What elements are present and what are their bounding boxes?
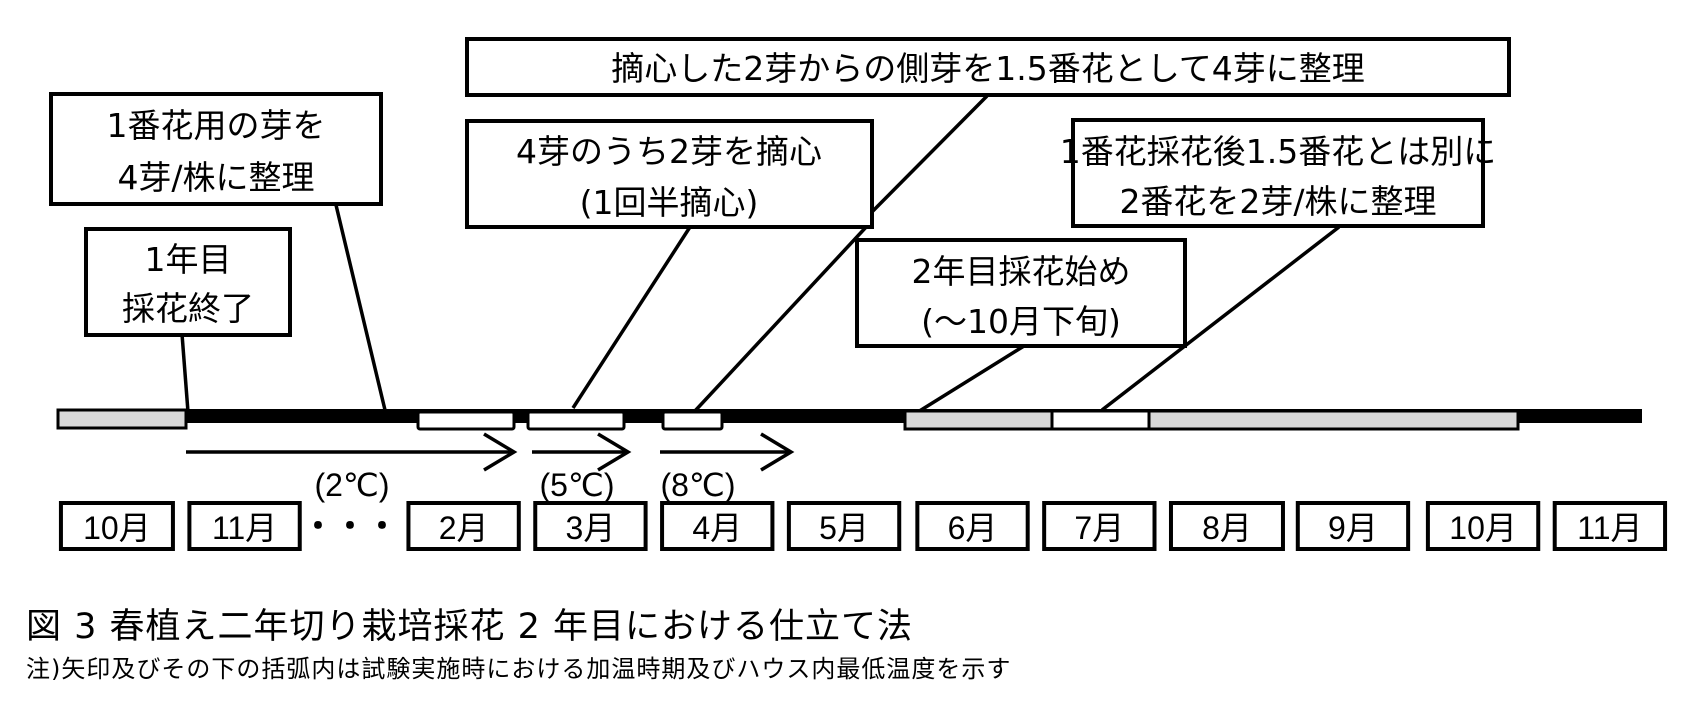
callout-line: 1年目	[145, 240, 232, 279]
month-box: 3月	[533, 501, 648, 551]
callout-line: 1番花採花後1.5番花とは別に	[1060, 132, 1496, 171]
month-box: 2月	[406, 501, 521, 551]
month-label: 6月	[948, 510, 998, 546]
leader-second-flower	[1100, 225, 1341, 412]
heating-arrow-3	[660, 432, 795, 472]
temperature-labels: (2℃) (5℃) (8℃)	[314, 467, 735, 503]
callout-side-buds: 摘心した2芽からの側芽を1.5番花として4芽に整理	[465, 37, 1511, 97]
leader-bud-arrange	[334, 204, 387, 411]
callout-line: (1回半摘心)	[580, 183, 759, 222]
month-box: 5月	[786, 501, 902, 551]
leader-side-buds-lower	[692, 223, 870, 414]
month-box: 10月	[58, 501, 175, 551]
callout-first-year-end: 1年目 採花終了	[84, 227, 292, 337]
callout-second-year-start: 2年目採花始め (〜10月下旬)	[855, 238, 1187, 348]
callout-line: 1番花用の芽を	[107, 106, 326, 145]
leader-second-year-start	[904, 344, 1025, 422]
callout-line: 摘心した2芽からの側芽を1.5番花として4芽に整理	[611, 49, 1364, 88]
month-label: 2月	[439, 510, 489, 546]
month-label: 10月	[83, 510, 151, 546]
work-period-bud-arrange	[416, 410, 516, 431]
callout-line: 4芽/株に整理	[117, 158, 314, 197]
month-box: 11月	[187, 501, 302, 551]
month-label: 11月	[212, 510, 277, 546]
month-box: 6月	[915, 501, 1030, 551]
month-box: 7月	[1042, 501, 1157, 551]
month-label: 10月	[1449, 510, 1517, 546]
work-period-side-buds	[661, 410, 724, 431]
timeline-bar	[56, 408, 1642, 431]
callout-line: (〜10月下旬)	[921, 302, 1121, 341]
leader-first-year-end	[180, 333, 190, 413]
heating-arrows	[186, 432, 795, 472]
callout-line: 4芽のうち2芽を摘心	[516, 132, 822, 171]
cultivation-timeline-diagram: (2℃) (5℃) (8℃) 1年目 採花終了 1番花用の芽を 4芽/株に整理 …	[49, 37, 1668, 551]
month-label: 11月	[1577, 510, 1642, 546]
callout-line: 2年目採花始め	[912, 252, 1131, 291]
callout-line: 採花終了	[122, 289, 254, 328]
callout-pinch: 4芽のうち2芽を摘心 (1回半摘心)	[465, 119, 874, 229]
month-ellipsis-label: ・・・	[302, 508, 398, 544]
month-box: 11月	[1552, 501, 1668, 551]
leader-side-buds	[856, 94, 989, 228]
month-label: 5月	[819, 510, 869, 546]
harvest-period-year1	[56, 408, 188, 430]
month-label: 4月	[692, 510, 742, 546]
month-label: 3月	[566, 510, 616, 546]
temperature-label: (2℃)	[314, 467, 389, 503]
month-box: 8月	[1168, 501, 1285, 551]
leader-pinch	[571, 226, 692, 409]
work-period-second-flower	[1050, 409, 1151, 431]
month-label: 7月	[1074, 510, 1124, 546]
heating-arrow-1	[186, 432, 518, 472]
temperature-label: (5℃)	[539, 467, 614, 503]
month-label: 9月	[1328, 510, 1378, 546]
heating-arrow-2	[532, 432, 632, 472]
month-label: 8月	[1202, 510, 1252, 546]
temperature-label: (8℃)	[660, 467, 735, 503]
harvest-period-year2-a	[903, 409, 1054, 431]
callout-line: 2番花を2芽/株に整理	[1119, 182, 1436, 221]
callout-second-flower: 1番花採花後1.5番花とは別に 2番花を2芽/株に整理	[1060, 118, 1496, 228]
month-ellipsis: ・・・	[302, 508, 398, 544]
figure-caption-note: 注)矢印及びその下の括弧内は試験実施時における加温時期及びハウス内最低温度を示す	[26, 655, 1012, 683]
callout-bud-arrange: 1番花用の芽を 4芽/株に整理	[49, 92, 383, 206]
figure-caption-title: 図 3 春植え二年切り栽培採花 2 年目における仕立て法	[26, 607, 914, 647]
month-box: 4月	[660, 501, 775, 551]
work-period-pinch	[526, 410, 626, 431]
leader-lines	[180, 94, 1341, 422]
month-box: 9月	[1295, 501, 1411, 551]
harvest-period-year2-b	[1147, 409, 1520, 431]
month-box: 10月	[1425, 501, 1541, 551]
